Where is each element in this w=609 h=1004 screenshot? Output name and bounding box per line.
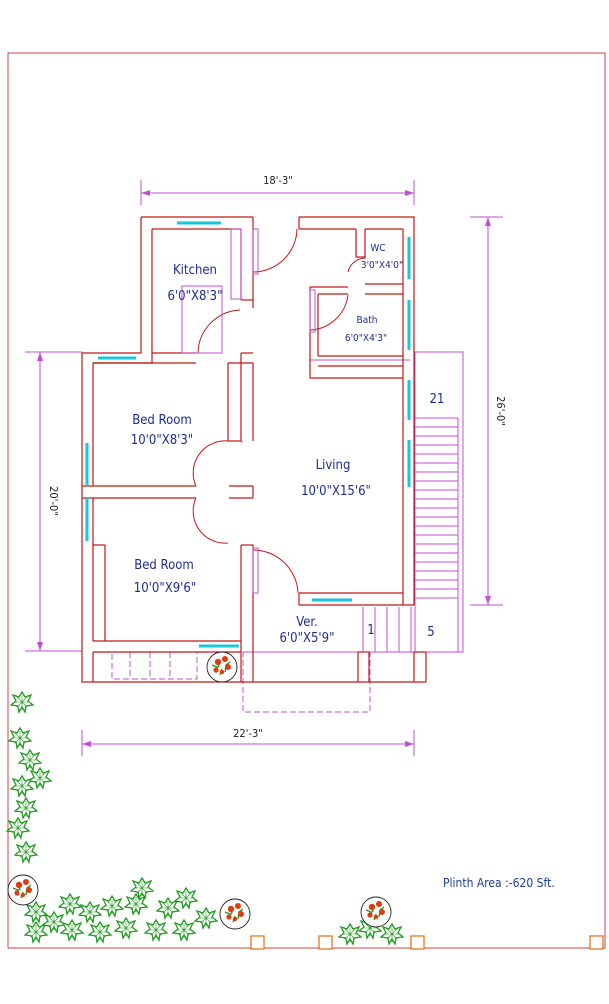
plot-boundary: [7, 52, 606, 949]
room-size-bedroom-1: 10'0"X8'3": [131, 433, 193, 448]
walls: [81, 216, 427, 683]
room-size-bath: 6'0"X4'3": [345, 333, 387, 344]
flower-icon: [7, 651, 392, 930]
plinth-area-note: Plinth Area :-620 Sft.: [443, 876, 555, 890]
dimension-top-width: 18'-3": [263, 174, 293, 187]
stair-labels: 21 1 5: [367, 392, 444, 640]
room-size-bedroom-2: 10'0"X9'6": [134, 581, 196, 596]
room-name-living: Living: [316, 458, 351, 473]
dimension-arrows: [37, 190, 491, 747]
room-name-wc: WC: [370, 243, 385, 254]
tree-icon: [6, 691, 404, 945]
dimension-right-height: 26'-0": [494, 396, 507, 426]
dimension-bottom-width: 22'-3": [233, 727, 263, 740]
room-name-bath: Bath: [357, 315, 378, 326]
room-labels: Kitchen 6'0"X8'3" WC 3'0"X4'0" Bath 6'0"…: [131, 243, 403, 646]
door-leaves: [181, 228, 316, 594]
dimension-left-height: 20'-0": [47, 486, 60, 516]
room-size-wc: 3'0"X4'0": [361, 260, 403, 271]
room-name-kitchen: Kitchen: [173, 263, 217, 278]
stair-label-top: 21: [430, 392, 445, 407]
room-size-verandah: 6'0"X5'9": [280, 631, 335, 646]
stair-label-bottom-left: 1: [367, 623, 374, 638]
room-size-kitchen: 6'0"X8'3": [168, 289, 223, 304]
room-size-living: 10'0"X15'6": [301, 484, 371, 499]
dimension-lines: [25, 180, 503, 756]
stair-label-bottom-right: 5: [427, 625, 434, 640]
boundary-markers: [250, 935, 604, 950]
room-name-verandah: Ver.: [296, 615, 318, 630]
windows: [85, 221, 411, 648]
doors: [192, 228, 367, 594]
room-name-bedroom-2: Bed Room: [134, 558, 194, 573]
room-name-bedroom-1: Bed Room: [132, 413, 192, 428]
